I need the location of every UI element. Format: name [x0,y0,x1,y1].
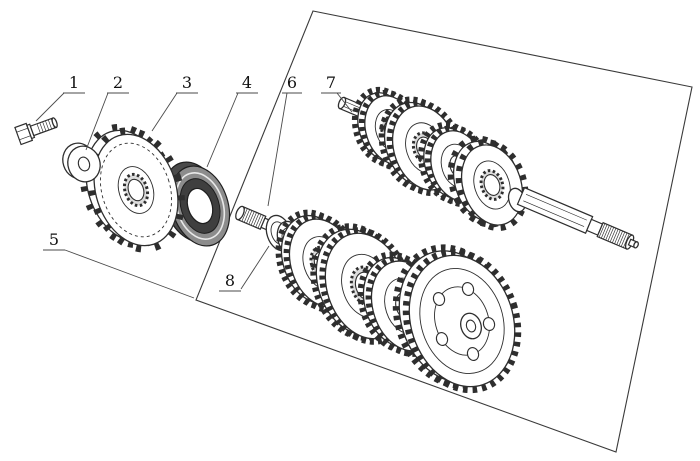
callout-3-label: 3 [182,73,192,92]
callout-8-label: 8 [225,271,235,290]
callout-6: 6 [267,73,302,207]
output-shaft-spline-end [235,205,273,231]
output-wheel [392,244,522,394]
callout-8: 8 [219,245,270,292]
output-gear-cluster [275,209,522,394]
input-shaft-spline-hatch [598,223,630,248]
callout-2-label: 2 [113,73,123,92]
hex-flange-bolt [14,117,58,146]
oil-seal [162,161,231,247]
input-gear-cluster [351,86,529,231]
output-shaft-assembly [235,205,522,394]
assembly-boundary [195,10,693,453]
callouts: 1 2 3 4 6 7 5 [35,73,353,299]
input-shaft-assembly [337,86,639,250]
callout-5: 5 [43,230,195,299]
input-gear-d [447,135,529,231]
input-shaft-body [516,186,639,250]
callout-4-label: 4 [242,73,252,92]
flat-washer [62,142,101,183]
callout-5-label: 5 [49,230,59,249]
callout-7: 7 [321,73,353,113]
callout-3: 3 [151,73,198,132]
bolt-thread-hatch [36,118,55,134]
drive-sprocket [79,123,185,253]
callout-2: 2 [85,73,129,151]
callout-1-label: 1 [69,73,79,92]
callout-7-label: 7 [326,73,336,92]
callout-6-label: 6 [287,73,297,92]
callout-1: 1 [35,73,85,122]
callout-4: 4 [206,73,258,168]
